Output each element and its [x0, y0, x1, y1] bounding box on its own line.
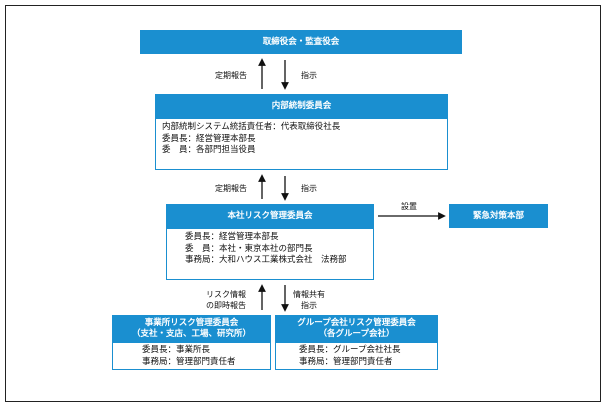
risk-committee-line: 委員長：経営管理本部長 [185, 232, 279, 242]
group-committee-title-2: （各グループ会社） [318, 328, 395, 339]
risk-committee-header: 本社リスク管理委員会 [166, 204, 374, 228]
office-committee-body: 委員長：事業所長 事務局：管理部門責任者 [112, 342, 271, 370]
instruct-label-2: 指示 [301, 184, 317, 193]
internal-control-line: 内部統制システム統括責任者：代表取締役社長 [162, 122, 341, 132]
board-box: 取締役会・監査役会 [140, 30, 462, 54]
internal-control-line: 委員長：経営管理本部長 [162, 133, 256, 144]
risk-info-label-2: の即時報告 [206, 301, 246, 310]
office-committee-line: 事務局：管理部門責任者 [142, 356, 236, 367]
group-committee-title-1: グループ会社リスク管理委員会 [297, 317, 416, 328]
share-label-2: 指示 [301, 301, 317, 310]
internal-control-title: 内部統制委員会 [271, 100, 332, 111]
instruct-label-1: 指示 [301, 71, 317, 80]
report-label-2: 定期報告 [215, 184, 247, 193]
emergency-title: 緊急対策本部 [472, 210, 524, 221]
risk-info-label-1: リスク情報 [206, 290, 246, 299]
setup-label: 設置 [401, 202, 417, 211]
risk-committee-line: 事務局：大和ハウス工業株式会社 法務部 [185, 255, 347, 265]
emergency-box: 緊急対策本部 [449, 204, 548, 228]
group-committee-header: グループ会社リスク管理委員会 （各グループ会社） [275, 315, 438, 342]
group-committee-line: 委員長：グループ会社社長 [299, 345, 401, 355]
internal-control-body: 内部統制システム統括責任者：代表取締役社長 委員長：経営管理本部長 委 員：各部… [155, 118, 448, 170]
risk-committee-body: 委員長：経営管理本部長 委 員：本社・東京本社の部門長 事務局：大和ハウス工業株… [166, 228, 374, 280]
office-committee-title-1: 事業所リスク管理委員会 [144, 317, 239, 328]
report-label-1: 定期報告 [215, 71, 247, 80]
internal-control-line: 委 員：各部門担当役員 [162, 145, 256, 155]
share-label-1: 情報共有 [293, 290, 325, 299]
office-committee-header: 事業所リスク管理委員会 （支社・支店、工場、研究所） [112, 315, 271, 342]
office-committee-title-2: （支社・支店、工場、研究所） [131, 328, 251, 339]
diagram-frame [5, 5, 601, 402]
group-committee-body: 委員長：グループ会社社長 事務局：管理部門責任者 [275, 342, 438, 370]
office-committee-line: 委員長：事業所長 [142, 345, 211, 355]
board-title: 取締役会・監査役会 [262, 36, 340, 47]
risk-committee-line: 委 員：本社・東京本社の部門長 [185, 243, 313, 254]
internal-control-header: 内部統制委員会 [155, 94, 448, 118]
group-committee-line: 事務局：管理部門責任者 [299, 356, 393, 367]
risk-committee-title: 本社リスク管理委員会 [227, 210, 313, 221]
